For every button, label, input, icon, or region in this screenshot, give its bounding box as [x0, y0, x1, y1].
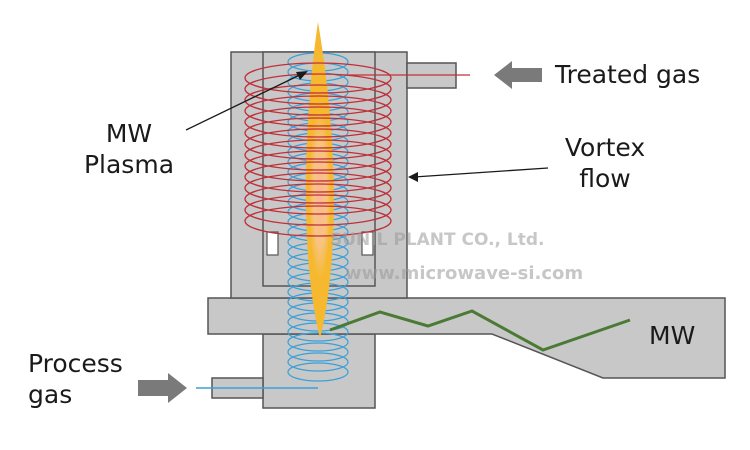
red-coil-loop [244, 117, 392, 149]
treated-gas-label: Treated gas [555, 60, 701, 89]
mw-plasma-label-line1: MW [105, 119, 153, 148]
waveguide [207, 297, 726, 379]
red-coil-loop [244, 172, 392, 204]
red-coil-loop [244, 84, 392, 116]
red-coil-loop [244, 128, 392, 160]
blue-coil-loop [287, 332, 349, 352]
vortex-flow-label-line1: Vortex [564, 133, 646, 162]
watermark-website: www.microwave-si.com [345, 263, 584, 284]
red-coil-loop [244, 205, 392, 237]
process-gas-label: Process gas [28, 348, 123, 410]
red-coil-loop [244, 194, 392, 226]
mw-plasma-label: MW Plasma [64, 118, 194, 180]
vortex-flow-label: Vortex flow [550, 132, 660, 194]
mw-plasma-label-line2: Plasma [83, 150, 175, 179]
process-gas-arrow [138, 373, 187, 403]
process-gas-label-line2: gas [28, 380, 73, 409]
blue-coil-loop [287, 362, 349, 382]
vortex-flow-leader-arrowhead [408, 172, 418, 182]
red-coil-loop [244, 183, 392, 215]
vortex-flow-leader [413, 167, 549, 178]
mw-plasma-leader [185, 71, 307, 131]
microwave-wave-line [329, 309, 631, 352]
treated-gas-arrow [494, 61, 542, 89]
blue-coil-loop [287, 352, 349, 372]
red-coil-loop [244, 139, 392, 171]
nozzle-port-left [266, 231, 279, 256]
mw-plasma-leader-arrowhead [296, 71, 308, 80]
process-gas-label-line1: Process [28, 349, 123, 378]
red-coil-loop [244, 106, 392, 138]
watermark-company: SUNIL PLANT CO., Ltd. [330, 230, 545, 250]
red-coil-loop [244, 62, 392, 94]
mw-label: MW [649, 321, 696, 350]
red-coil-loop [244, 150, 392, 182]
blue-coil-loop [287, 342, 349, 362]
vortex-flow-label-line2: flow [579, 164, 631, 193]
vortex-flow-coil [244, 62, 392, 237]
red-coil-loop [244, 95, 392, 127]
red-coil-loop [244, 161, 392, 193]
red-coil-loop [244, 73, 392, 105]
